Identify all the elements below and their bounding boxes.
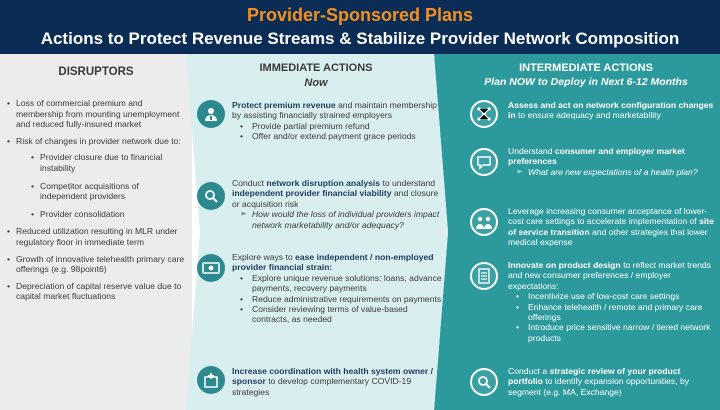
block-bullet: Provide partial premium refund xyxy=(240,121,446,132)
intermediate-block-product-design: Innovate on product design to reflect ma… xyxy=(508,260,716,343)
block-bullet: Offer and/or extend payment grace period… xyxy=(240,131,446,142)
page-title: Provider-Sponsored Plans xyxy=(246,5,474,25)
block-bold: ease independent / non-employed provider… xyxy=(232,252,434,273)
block-bold: Protect premium revenue xyxy=(232,100,336,110)
people-icon xyxy=(470,208,498,236)
provider-icon xyxy=(197,100,225,128)
block-text: and closure or acquisition risk xyxy=(232,188,439,209)
disruptor-item: Loss of commercial premium and membershi… xyxy=(7,98,187,130)
money-icon xyxy=(197,254,225,282)
network-icon xyxy=(470,100,498,128)
disruptor-item: Risk of changes in provider network due … xyxy=(7,136,187,147)
block-text: Conduct a xyxy=(508,366,550,376)
search-icon xyxy=(470,368,498,396)
disruptor-item: Growth of innovative telehealth primary … xyxy=(7,254,187,275)
immediate-block-coordination: Increase coordination with health system… xyxy=(232,366,446,397)
page-subtitle: Actions to Protect Revenue Streams & Sta… xyxy=(40,29,680,48)
block-text: to identify expansion opportunities, by … xyxy=(508,376,690,397)
header-banner: Provider-Sponsored Plans Actions to Prot… xyxy=(0,0,720,54)
hospital-icon xyxy=(197,366,225,394)
block-bullet: Reduce administrative requirements on pa… xyxy=(240,294,446,305)
disruptor-subitem: Provider closure due to financial instab… xyxy=(31,152,187,173)
disruptors-list: Loss of commercial premium and membershi… xyxy=(7,98,187,308)
block-bold: independent provider financial viability xyxy=(232,188,392,199)
block-bullet: Consider reviewing terms of value-based … xyxy=(240,304,446,325)
block-bold: Increase coordination with health system… xyxy=(232,366,434,387)
block-bold: consumer and employer market preferences xyxy=(508,146,685,167)
intermediate-block-preferences: Understand consumer and employer market … xyxy=(508,146,716,178)
block-bullet: Introduce price sensitive narrow / tiere… xyxy=(516,322,716,343)
intermediate-subheading: Plan NOW to Deploy in Next 6-12 Months xyxy=(484,76,688,88)
immediate-block-financial-strain: Explore ways to ease independent / non-e… xyxy=(232,252,446,325)
checklist-icon xyxy=(470,262,498,290)
immediate-heading: IMMEDIATE ACTIONS xyxy=(259,62,373,74)
disruptor-item: Depreciation of capital reserve value du… xyxy=(7,281,187,302)
block-text: to develop complementary COVID-19 strate… xyxy=(232,376,412,397)
chat-icon xyxy=(470,148,498,176)
block-bullet: Incentivize use of low-cost care setting… xyxy=(516,291,716,302)
block-text: to ensure adequacy and marketability xyxy=(515,110,661,121)
block-bold: Assess and act on network configuration … xyxy=(508,100,714,121)
immediate-block-network-analysis: Conduct network disruption analysis to u… xyxy=(232,178,446,230)
immediate-subheading: Now xyxy=(304,77,328,89)
block-text: Understand xyxy=(508,146,555,156)
block-text: to reflect market trends and new consume… xyxy=(508,260,711,291)
block-text: Conduct xyxy=(232,178,267,188)
block-text: and maintain membership by assisting fin… xyxy=(232,100,437,121)
intermediate-block-portfolio-review: Conduct a strategic review of your produ… xyxy=(508,366,716,397)
analysis-icon xyxy=(197,182,225,210)
disruptor-item: Reduced utilization resulting in MLR und… xyxy=(7,226,187,247)
block-bold: Innovate on product design xyxy=(508,260,621,270)
block-text: to understand xyxy=(380,178,436,188)
immediate-column xyxy=(186,54,448,410)
block-text: Leverage increasing consumer acceptance … xyxy=(508,206,708,227)
block-bullet: Explore unique revenue solutions: loans,… xyxy=(240,273,446,294)
disruptor-subitem: Provider consolidation xyxy=(31,209,187,220)
block-question: What are new expectations of a health pl… xyxy=(516,167,716,178)
block-question: How would the loss of individual provide… xyxy=(240,209,446,230)
disruptor-subitem: Competitor acquisitions of independent p… xyxy=(31,181,187,202)
block-text: Explore ways to xyxy=(232,252,296,262)
block-bullet: Enhance telehealth / remote and primary … xyxy=(516,302,716,323)
block-bold: site of service transition xyxy=(508,216,714,237)
intermediate-block-network-config: Assess and act on network configuration … xyxy=(508,100,716,121)
intermediate-heading: INTERMEDIATE ACTIONS xyxy=(519,62,653,74)
block-bold: strategic review of your product portfol… xyxy=(508,366,681,387)
block-bold: network disruption analysis xyxy=(266,178,381,188)
immediate-block-revenue: Protect premium revenue and maintain mem… xyxy=(232,100,446,142)
intermediate-block-site-of-service: Leverage increasing consumer acceptance … xyxy=(508,206,716,248)
block-text: and other strategies that lower medical … xyxy=(508,226,708,248)
disruptors-heading: DISRUPTORS xyxy=(58,66,134,78)
